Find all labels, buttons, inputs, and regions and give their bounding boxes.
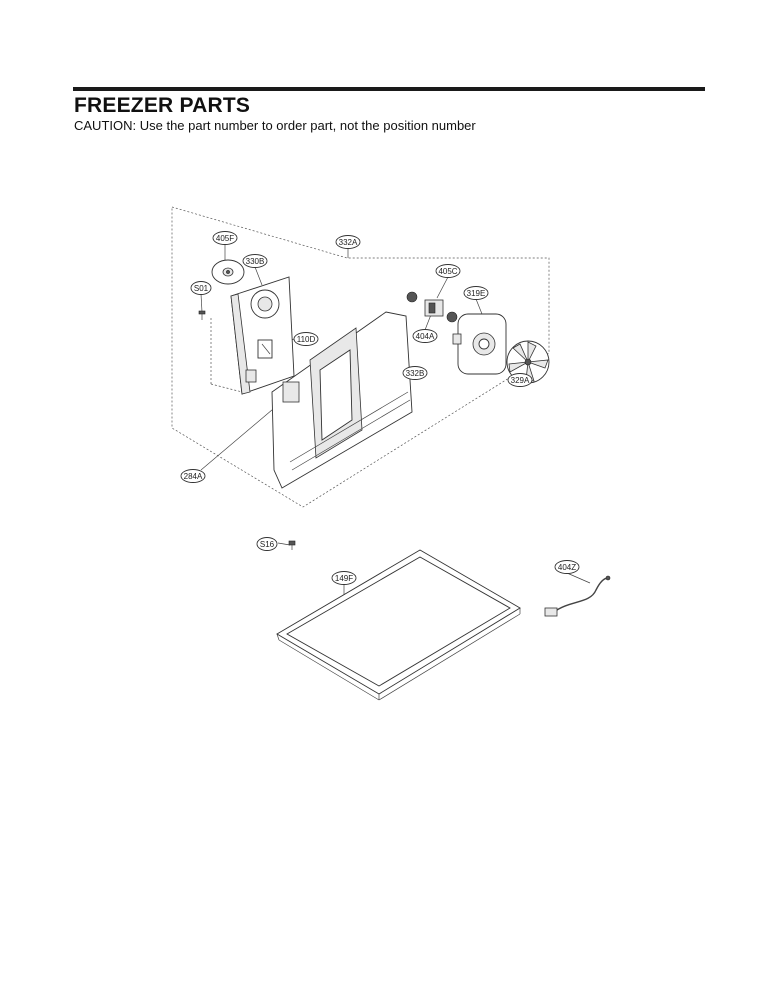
svg-text:S01: S01 <box>194 284 209 293</box>
page-title: FREEZER PARTS <box>74 94 251 117</box>
svg-text:405F: 405F <box>216 234 234 243</box>
callout-284A: 284A <box>180 469 206 483</box>
callout-labels: 405F 332A 330B 405C S01 319E 404A 110D 3… <box>180 231 580 585</box>
part-404Z-harness <box>544 575 611 617</box>
part-404A-motor <box>424 299 444 317</box>
svg-text:332B: 332B <box>406 369 425 378</box>
callout-332A: 332A <box>335 235 361 249</box>
svg-text:S16: S16 <box>260 540 275 549</box>
svg-text:405C: 405C <box>438 267 457 276</box>
callout-110D: 110D <box>293 332 319 346</box>
part-330B-bracket <box>230 276 295 395</box>
callout-330B: 330B <box>242 254 268 268</box>
caution-note: CAUTION: Use the part number to order pa… <box>74 118 476 133</box>
part-S16-screw <box>288 540 296 550</box>
callout-405F: 405F <box>212 231 238 245</box>
callout-404Z: 404Z <box>554 560 580 574</box>
svg-text:332A: 332A <box>339 238 358 247</box>
callout-S16: S16 <box>256 537 278 551</box>
part-319E-housing <box>452 313 507 375</box>
svg-text:319E: 319E <box>467 289 486 298</box>
header-rule <box>73 87 705 91</box>
callout-S01: S01 <box>190 281 212 295</box>
part-332B-cover <box>271 311 413 489</box>
svg-text:330B: 330B <box>246 257 265 266</box>
callout-319E: 319E <box>463 286 489 300</box>
part-149F-shelf <box>276 549 521 701</box>
callout-332B: 332B <box>402 366 428 380</box>
svg-text:329A: 329A <box>511 376 530 385</box>
callout-405C: 405C <box>435 264 461 278</box>
svg-text:149F: 149F <box>335 574 353 583</box>
part-S01-screw <box>198 310 206 320</box>
part-405C-grommet <box>406 291 458 323</box>
callout-329A: 329A <box>507 373 533 387</box>
svg-text:404A: 404A <box>416 332 435 341</box>
svg-text:110D: 110D <box>297 335 316 344</box>
part-405F-plate <box>211 259 245 285</box>
callout-404A: 404A <box>412 329 438 343</box>
callout-149F: 149F <box>331 571 357 585</box>
svg-text:284A: 284A <box>184 472 203 481</box>
svg-text:404Z: 404Z <box>558 563 576 572</box>
